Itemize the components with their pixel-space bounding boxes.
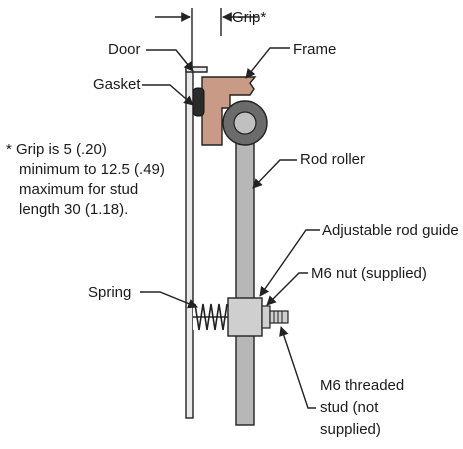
frame-label: Frame bbox=[293, 41, 336, 58]
leader-lines bbox=[140, 47, 320, 409]
m6-nut-label: M6 nut (supplied) bbox=[311, 265, 427, 282]
door-flange bbox=[185, 66, 208, 73]
rod-guide-leader bbox=[259, 229, 320, 297]
door-leader bbox=[146, 49, 194, 72]
m6-nut-leader bbox=[266, 272, 308, 306]
stud-label-line-2: stud (not bbox=[320, 399, 379, 416]
frame-block bbox=[201, 76, 257, 146]
stud-leader bbox=[279, 326, 316, 409]
spring bbox=[193, 303, 229, 331]
door-label: Door bbox=[108, 41, 141, 58]
note-line-2: minimum to 12.5 (.49) bbox=[19, 161, 165, 178]
gasket-leader bbox=[142, 84, 194, 106]
spring-leader bbox=[140, 291, 198, 309]
threaded-stud bbox=[269, 310, 289, 324]
frame-leader bbox=[245, 47, 290, 79]
door-edge bbox=[185, 69, 194, 419]
adjustable-rod-guide-block bbox=[227, 297, 263, 337]
m6-nut-shape bbox=[261, 305, 271, 329]
grip-dimension bbox=[155, 8, 258, 67]
gasket bbox=[192, 87, 205, 117]
stud-label-line-3: supplied) bbox=[320, 421, 381, 438]
adjustable-rod-guide-label: Adjustable rod guide bbox=[322, 222, 459, 239]
stud-label-line-1: M6 threaded bbox=[320, 377, 404, 394]
rod-roller-leader bbox=[252, 159, 297, 189]
gasket-label: Gasket bbox=[93, 76, 141, 93]
note-line-3: maximum for stud bbox=[19, 181, 138, 198]
spring-label: Spring bbox=[88, 284, 131, 301]
rod bbox=[235, 129, 255, 426]
grip-label: Grip* bbox=[232, 9, 266, 26]
rod-roller-label: Rod roller bbox=[300, 151, 365, 168]
rod-roller-wheel bbox=[222, 100, 268, 146]
note-line-1: * Grip is 5 (.20) bbox=[6, 141, 107, 158]
note-line-4: length 30 (1.18). bbox=[19, 201, 128, 218]
